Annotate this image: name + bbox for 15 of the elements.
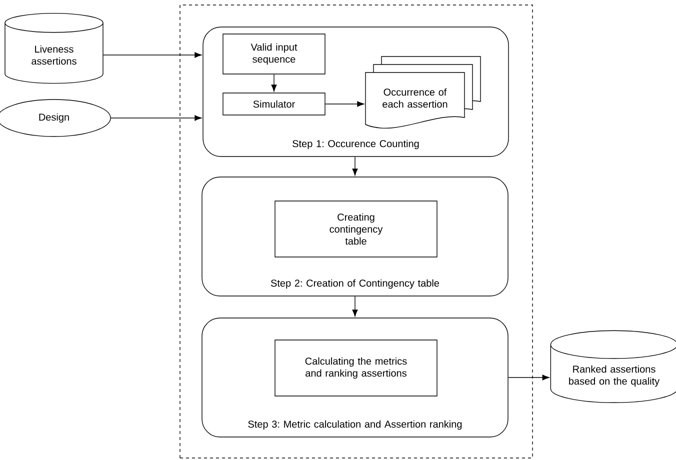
process-box: Calculating the metrics and ranking assertions [274,340,438,396]
arrow [352,156,358,176]
arrow [110,115,202,121]
arrow [271,74,277,92]
dashed-frame [180,4,533,458]
arrow [352,296,358,317]
arrow [325,101,364,107]
process-box: Creating contingency table [274,200,438,258]
document-stack: Occurrence of each assertion [365,56,481,128]
arrow [508,374,550,380]
database-cylinder: Ranked assertions based on the quality [550,330,676,403]
arrow [103,52,202,58]
database-cylinder: Liveness assertions [4,12,104,84]
process-box: Valid input sequence [222,34,326,74]
process-box: Simulator [222,92,326,116]
